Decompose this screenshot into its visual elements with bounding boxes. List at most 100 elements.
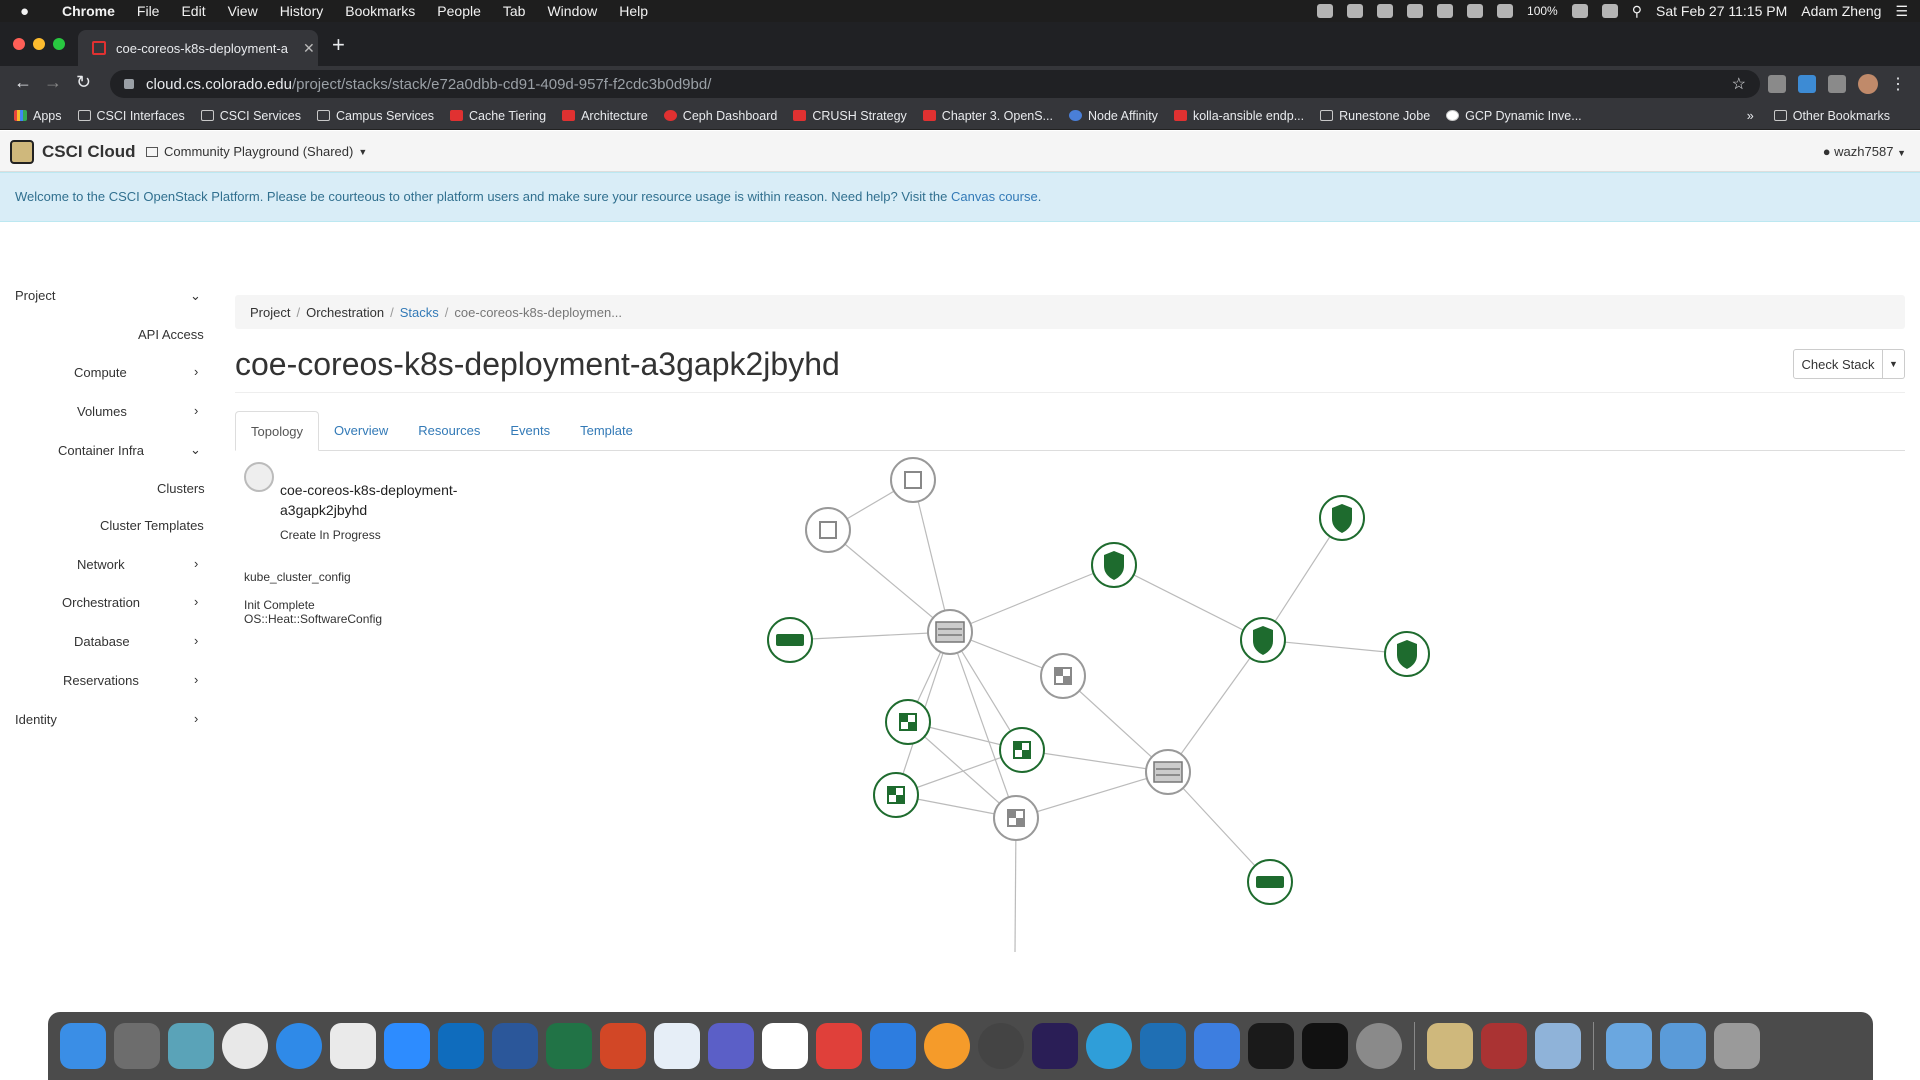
word-icon[interactable] bbox=[492, 1023, 538, 1069]
sidebar-item-compute[interactable]: Compute bbox=[74, 365, 127, 380]
sidebar-item-identity[interactable]: Identity bbox=[15, 712, 57, 727]
router-node[interactable] bbox=[767, 617, 813, 663]
menu-view[interactable]: View bbox=[227, 3, 258, 19]
server-node[interactable] bbox=[927, 609, 973, 655]
keynote-icon[interactable] bbox=[654, 1023, 700, 1069]
creative-cloud-icon[interactable] bbox=[1377, 4, 1394, 18]
sidebar-item-network[interactable]: Network bbox=[77, 557, 125, 572]
menu-bookmarks[interactable]: Bookmarks bbox=[345, 3, 416, 19]
battery-icon[interactable] bbox=[1571, 4, 1588, 18]
airplay-icon[interactable] bbox=[1601, 4, 1618, 18]
sidebar-item-orchestration[interactable]: Orchestration bbox=[62, 595, 141, 610]
user-menu[interactable]: ● wazh7587 ▼ bbox=[1822, 144, 1906, 159]
brand-link[interactable]: CSCI Cloud bbox=[10, 140, 136, 164]
premiere-pro-icon[interactable] bbox=[1032, 1023, 1078, 1069]
forward-icon[interactable]: → bbox=[44, 72, 62, 92]
wechat-icon[interactable] bbox=[1347, 4, 1364, 18]
new-tab-button[interactable]: + bbox=[332, 32, 345, 57]
control-center-icon[interactable]: ☰ bbox=[1895, 2, 1908, 19]
security-group-node[interactable] bbox=[1091, 542, 1137, 588]
bookmark-csci-interfaces[interactable]: CSCI Interfaces bbox=[77, 109, 185, 123]
finder-icon[interactable] bbox=[60, 1023, 106, 1069]
bookmark-chapter-3[interactable]: Chapter 3. OpenS... bbox=[922, 109, 1053, 123]
bookmarks-overflow-button[interactable]: » bbox=[1746, 108, 1754, 123]
bookmark-apps[interactable]: Apps bbox=[14, 109, 62, 123]
tab-events[interactable]: Events bbox=[510, 423, 551, 438]
security-group-node[interactable] bbox=[1319, 495, 1365, 541]
teams-icon[interactable] bbox=[708, 1023, 754, 1069]
breadcrumb-stacks-link[interactable]: Stacks bbox=[399, 304, 439, 320]
back-icon[interactable]: ← bbox=[14, 72, 32, 92]
sidebar-item-volumes[interactable]: Volumes bbox=[77, 404, 127, 419]
extension-blue-icon[interactable] bbox=[1798, 75, 1816, 93]
cu-boulder-icon[interactable] bbox=[1427, 1023, 1473, 1069]
bookmark-ceph-dashboard[interactable]: Ceph Dashboard bbox=[663, 109, 777, 123]
network-node[interactable] bbox=[999, 727, 1045, 773]
activity-monitor-icon[interactable] bbox=[1248, 1023, 1294, 1069]
topology-nodes[interactable] bbox=[767, 457, 1430, 905]
security-group-node[interactable] bbox=[1384, 631, 1430, 677]
bookmark-cache-tiering[interactable]: Cache Tiering bbox=[449, 109, 546, 123]
apple-menu-icon[interactable]: ● bbox=[20, 2, 30, 20]
system-preferences-icon[interactable] bbox=[1356, 1023, 1402, 1069]
pending-resource-node[interactable] bbox=[1040, 653, 1086, 699]
preview-icon[interactable] bbox=[1535, 1023, 1581, 1069]
check-stack-button[interactable]: Check Stack bbox=[1793, 349, 1883, 379]
reload-icon[interactable]: ↻ bbox=[76, 72, 92, 92]
sidebar-item-container-infra[interactable]: Container Infra bbox=[58, 443, 144, 458]
menu-file[interactable]: File bbox=[136, 3, 160, 19]
postman-icon[interactable] bbox=[924, 1023, 970, 1069]
menu-tab[interactable]: Tab bbox=[502, 3, 526, 19]
bookmark-gcp-dynamic[interactable]: GCP Dynamic Inve... bbox=[1446, 109, 1582, 123]
excel-icon[interactable] bbox=[546, 1023, 592, 1069]
tab-resources[interactable]: Resources bbox=[418, 423, 481, 438]
menu-window[interactable]: Window bbox=[547, 3, 598, 19]
vmware-icon[interactable] bbox=[870, 1023, 916, 1069]
tab-template[interactable]: Template bbox=[580, 423, 633, 438]
browser-tab[interactable]: coe-coreos-k8s-deployment-a ✕ bbox=[78, 30, 318, 66]
documents-folder-icon[interactable] bbox=[1606, 1023, 1652, 1069]
actions-dropdown-toggle[interactable]: ▼ bbox=[1883, 349, 1905, 379]
terminal-icon[interactable] bbox=[1302, 1023, 1348, 1069]
network-node[interactable] bbox=[885, 699, 931, 745]
bookmark-node-affinity[interactable]: Node Affinity bbox=[1068, 109, 1158, 123]
menu-people[interactable]: People bbox=[437, 3, 481, 19]
clock[interactable]: Sat Feb 27 11:15 PM bbox=[1656, 3, 1788, 19]
software-config-node[interactable] bbox=[805, 507, 851, 553]
safari-icon[interactable] bbox=[276, 1023, 322, 1069]
wifi-icon[interactable] bbox=[1497, 4, 1514, 18]
bookmark-csci-services[interactable]: CSCI Services bbox=[200, 109, 301, 123]
window-minimize-button[interactable] bbox=[33, 38, 45, 50]
bookmark-campus-services[interactable]: Campus Services bbox=[317, 109, 434, 123]
dictionary-icon[interactable] bbox=[1481, 1023, 1527, 1069]
downloads-folder-icon[interactable] bbox=[1660, 1023, 1706, 1069]
address-bar[interactable]: cloud.cs.colorado.edu/project/stacks/sta… bbox=[110, 70, 1760, 98]
software-config-node[interactable] bbox=[890, 457, 936, 503]
launchpad-icon[interactable] bbox=[114, 1023, 160, 1069]
quicktime-icon[interactable] bbox=[978, 1023, 1024, 1069]
lock-icon[interactable] bbox=[124, 79, 134, 89]
powerpoint-icon[interactable] bbox=[600, 1023, 646, 1069]
puzzle-extensions-icon[interactable] bbox=[1828, 75, 1846, 93]
remote-desktop-icon[interactable] bbox=[816, 1023, 862, 1069]
chrome-icon[interactable] bbox=[222, 1023, 268, 1069]
sidebar-item-clusters[interactable]: Clusters bbox=[157, 481, 205, 496]
vscode-icon[interactable] bbox=[1140, 1023, 1186, 1069]
kebab-menu-icon[interactable]: ⋮ bbox=[1890, 76, 1906, 93]
markdown-icon[interactable] bbox=[1086, 1023, 1132, 1069]
icloud-icon[interactable] bbox=[1407, 4, 1424, 18]
onepassword-tray-icon[interactable] bbox=[1467, 4, 1484, 18]
profile-avatar[interactable] bbox=[1858, 74, 1878, 94]
bookmark-kolla-ansible[interactable]: kolla-ansible endp... bbox=[1173, 109, 1304, 123]
tab-topology[interactable]: Topology bbox=[235, 411, 320, 451]
tab-close-icon[interactable]: ✕ bbox=[303, 39, 315, 56]
extension-info-icon[interactable] bbox=[1768, 75, 1786, 93]
vpn-icon[interactable] bbox=[168, 1023, 214, 1069]
sidebar-item-cluster-templates[interactable]: Cluster Templates bbox=[100, 518, 204, 533]
bookmark-star-icon[interactable]: ☆ bbox=[1731, 76, 1746, 93]
bookmark-other-bookmarks[interactable]: Other Bookmarks bbox=[1773, 109, 1890, 123]
slack-icon[interactable] bbox=[762, 1023, 808, 1069]
menu-edit[interactable]: Edit bbox=[181, 3, 206, 19]
topology-graph[interactable] bbox=[235, 455, 1905, 955]
menu-help[interactable]: Help bbox=[619, 3, 649, 19]
